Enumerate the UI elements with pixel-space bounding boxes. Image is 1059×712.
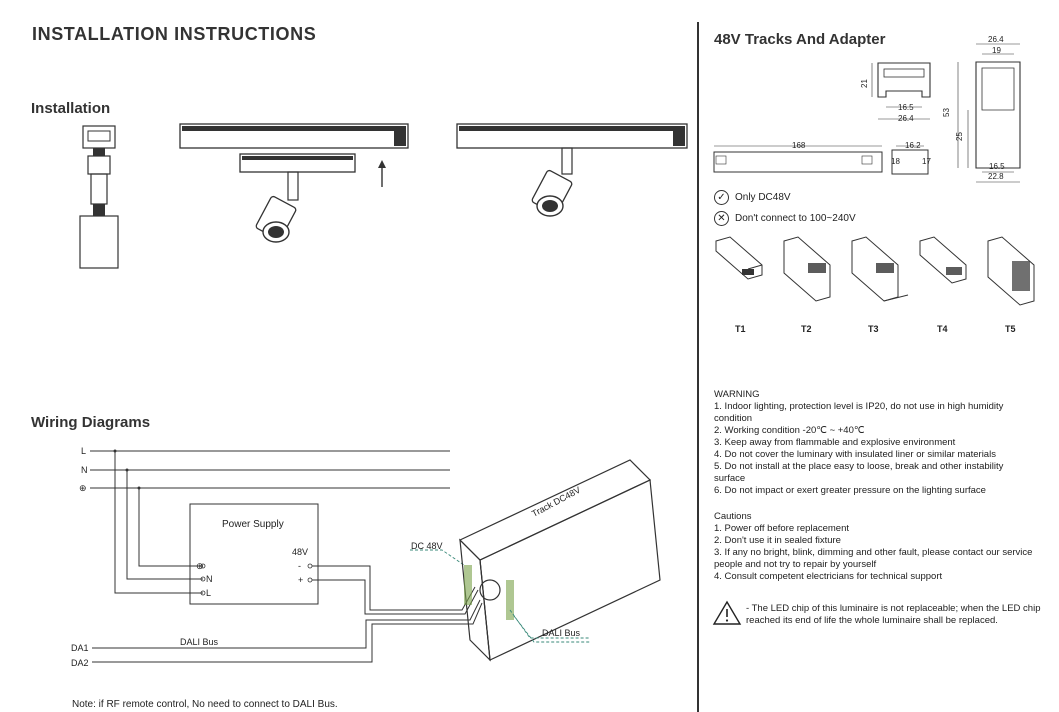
dim-16-5-b: 16.5	[989, 162, 1005, 171]
check-icon: ✓	[714, 190, 729, 205]
installation-step3-illustration	[456, 123, 688, 217]
psu-out-minus: -	[298, 561, 301, 571]
track-type-t1: T1	[735, 324, 746, 334]
installation-heading: Installation	[31, 100, 111, 117]
wiring-heading: Wiring Diagrams	[31, 414, 151, 431]
installation-step1-illustration	[79, 125, 119, 269]
dim-26-4-b: 26.4	[898, 114, 914, 123]
dim-16-2: 16.2	[905, 141, 921, 150]
warning-item: 2. Working condition -20℃ ~ +40℃	[714, 425, 865, 436]
only-dc-text: Only DC48V	[735, 192, 791, 203]
warning-triangle-icon	[712, 600, 742, 625]
dim-26-4-top: 26.4	[988, 35, 1004, 44]
dim-168: 168	[792, 141, 806, 150]
dali-bus-label: DALI Bus	[180, 637, 219, 647]
warning-item: 6. Do not impact or exert greater pressu…	[714, 485, 986, 496]
wiring-diagram	[90, 449, 661, 663]
dim-16-5-a: 16.5	[898, 103, 914, 112]
track-type-t3: T3	[868, 324, 879, 334]
psu-in-n: N	[206, 574, 213, 584]
caution-item: 4. Consult competent electricians for te…	[714, 571, 943, 582]
warning-item: 3. Keep away from flammable and explosiv…	[714, 437, 956, 448]
dali-bus-label-right: DALI Bus	[542, 628, 581, 638]
installation-step2-illustration	[179, 123, 409, 243]
line-n-label: N	[81, 465, 88, 475]
dim-53: 53	[941, 108, 951, 117]
psu-in-earth: ⊕	[196, 561, 204, 571]
no-ac-text: Don't connect to 100~240V	[735, 213, 856, 224]
track-profile-drawing	[871, 62, 931, 120]
track-type-t5: T5	[1005, 324, 1016, 334]
psu-out-plus: +	[298, 575, 304, 585]
dc-48v-label: DC 48V	[411, 541, 443, 551]
caution-item: 2. Don't use it in sealed fixture	[714, 535, 841, 546]
page-title: INSTALLATION INSTRUCTIONS	[32, 24, 317, 44]
column-divider	[697, 22, 699, 712]
track-type-t2: T2	[801, 324, 812, 334]
track-tall-profile-drawing	[957, 43, 1021, 183]
da1-label: DA1	[71, 643, 89, 653]
psu-output-voltage: 48V	[292, 547, 309, 557]
dim-22-8: 22.8	[988, 172, 1004, 181]
caution-item: 3. If any no bright, blink, dimming and …	[714, 547, 1033, 570]
led-replacement-note: - The LED chip of this luminaire is not …	[746, 603, 1041, 626]
dim-25: 25	[954, 132, 964, 141]
wiring-note: Note: if RF remote control, No need to c…	[72, 699, 338, 710]
track-type-t4: T4	[937, 324, 948, 334]
dim-19: 19	[992, 46, 1001, 55]
warning-item: 4. Do not cover the luminary with insula…	[714, 449, 996, 460]
da2-label: DA2	[71, 658, 89, 668]
cross-icon: ✕	[714, 211, 729, 226]
adapter-drawing	[713, 145, 929, 175]
warning-title: WARNING	[714, 389, 760, 400]
track-types-illustration	[715, 236, 1035, 306]
psu-in-l: L	[206, 588, 212, 598]
dim-18: 18	[891, 157, 900, 166]
warning-item: 1. Indoor lighting, protection level is …	[714, 401, 1004, 424]
warning-section: WARNING 1. Indoor lighting, protection l…	[714, 389, 1034, 497]
no-ac-note: ✕ Don't connect to 100~240V	[714, 211, 856, 226]
dim-17: 17	[922, 157, 931, 166]
cautions-section: Cautions 1. Power off before replacement…	[714, 511, 1034, 583]
power-supply-title: Power Supply	[222, 519, 284, 530]
only-dc-note: ✓ Only DC48V	[714, 190, 791, 205]
warning-item: 5. Do not install at the place easy to l…	[714, 461, 1004, 484]
dim-21: 21	[859, 79, 869, 88]
caution-item: 1. Power off before replacement	[714, 523, 850, 534]
tracks-heading: 48V Tracks And Adapter	[714, 31, 886, 48]
line-earth-label: ⊕	[79, 483, 87, 493]
line-l-label: L	[81, 446, 87, 456]
cautions-title: Cautions	[714, 511, 752, 522]
